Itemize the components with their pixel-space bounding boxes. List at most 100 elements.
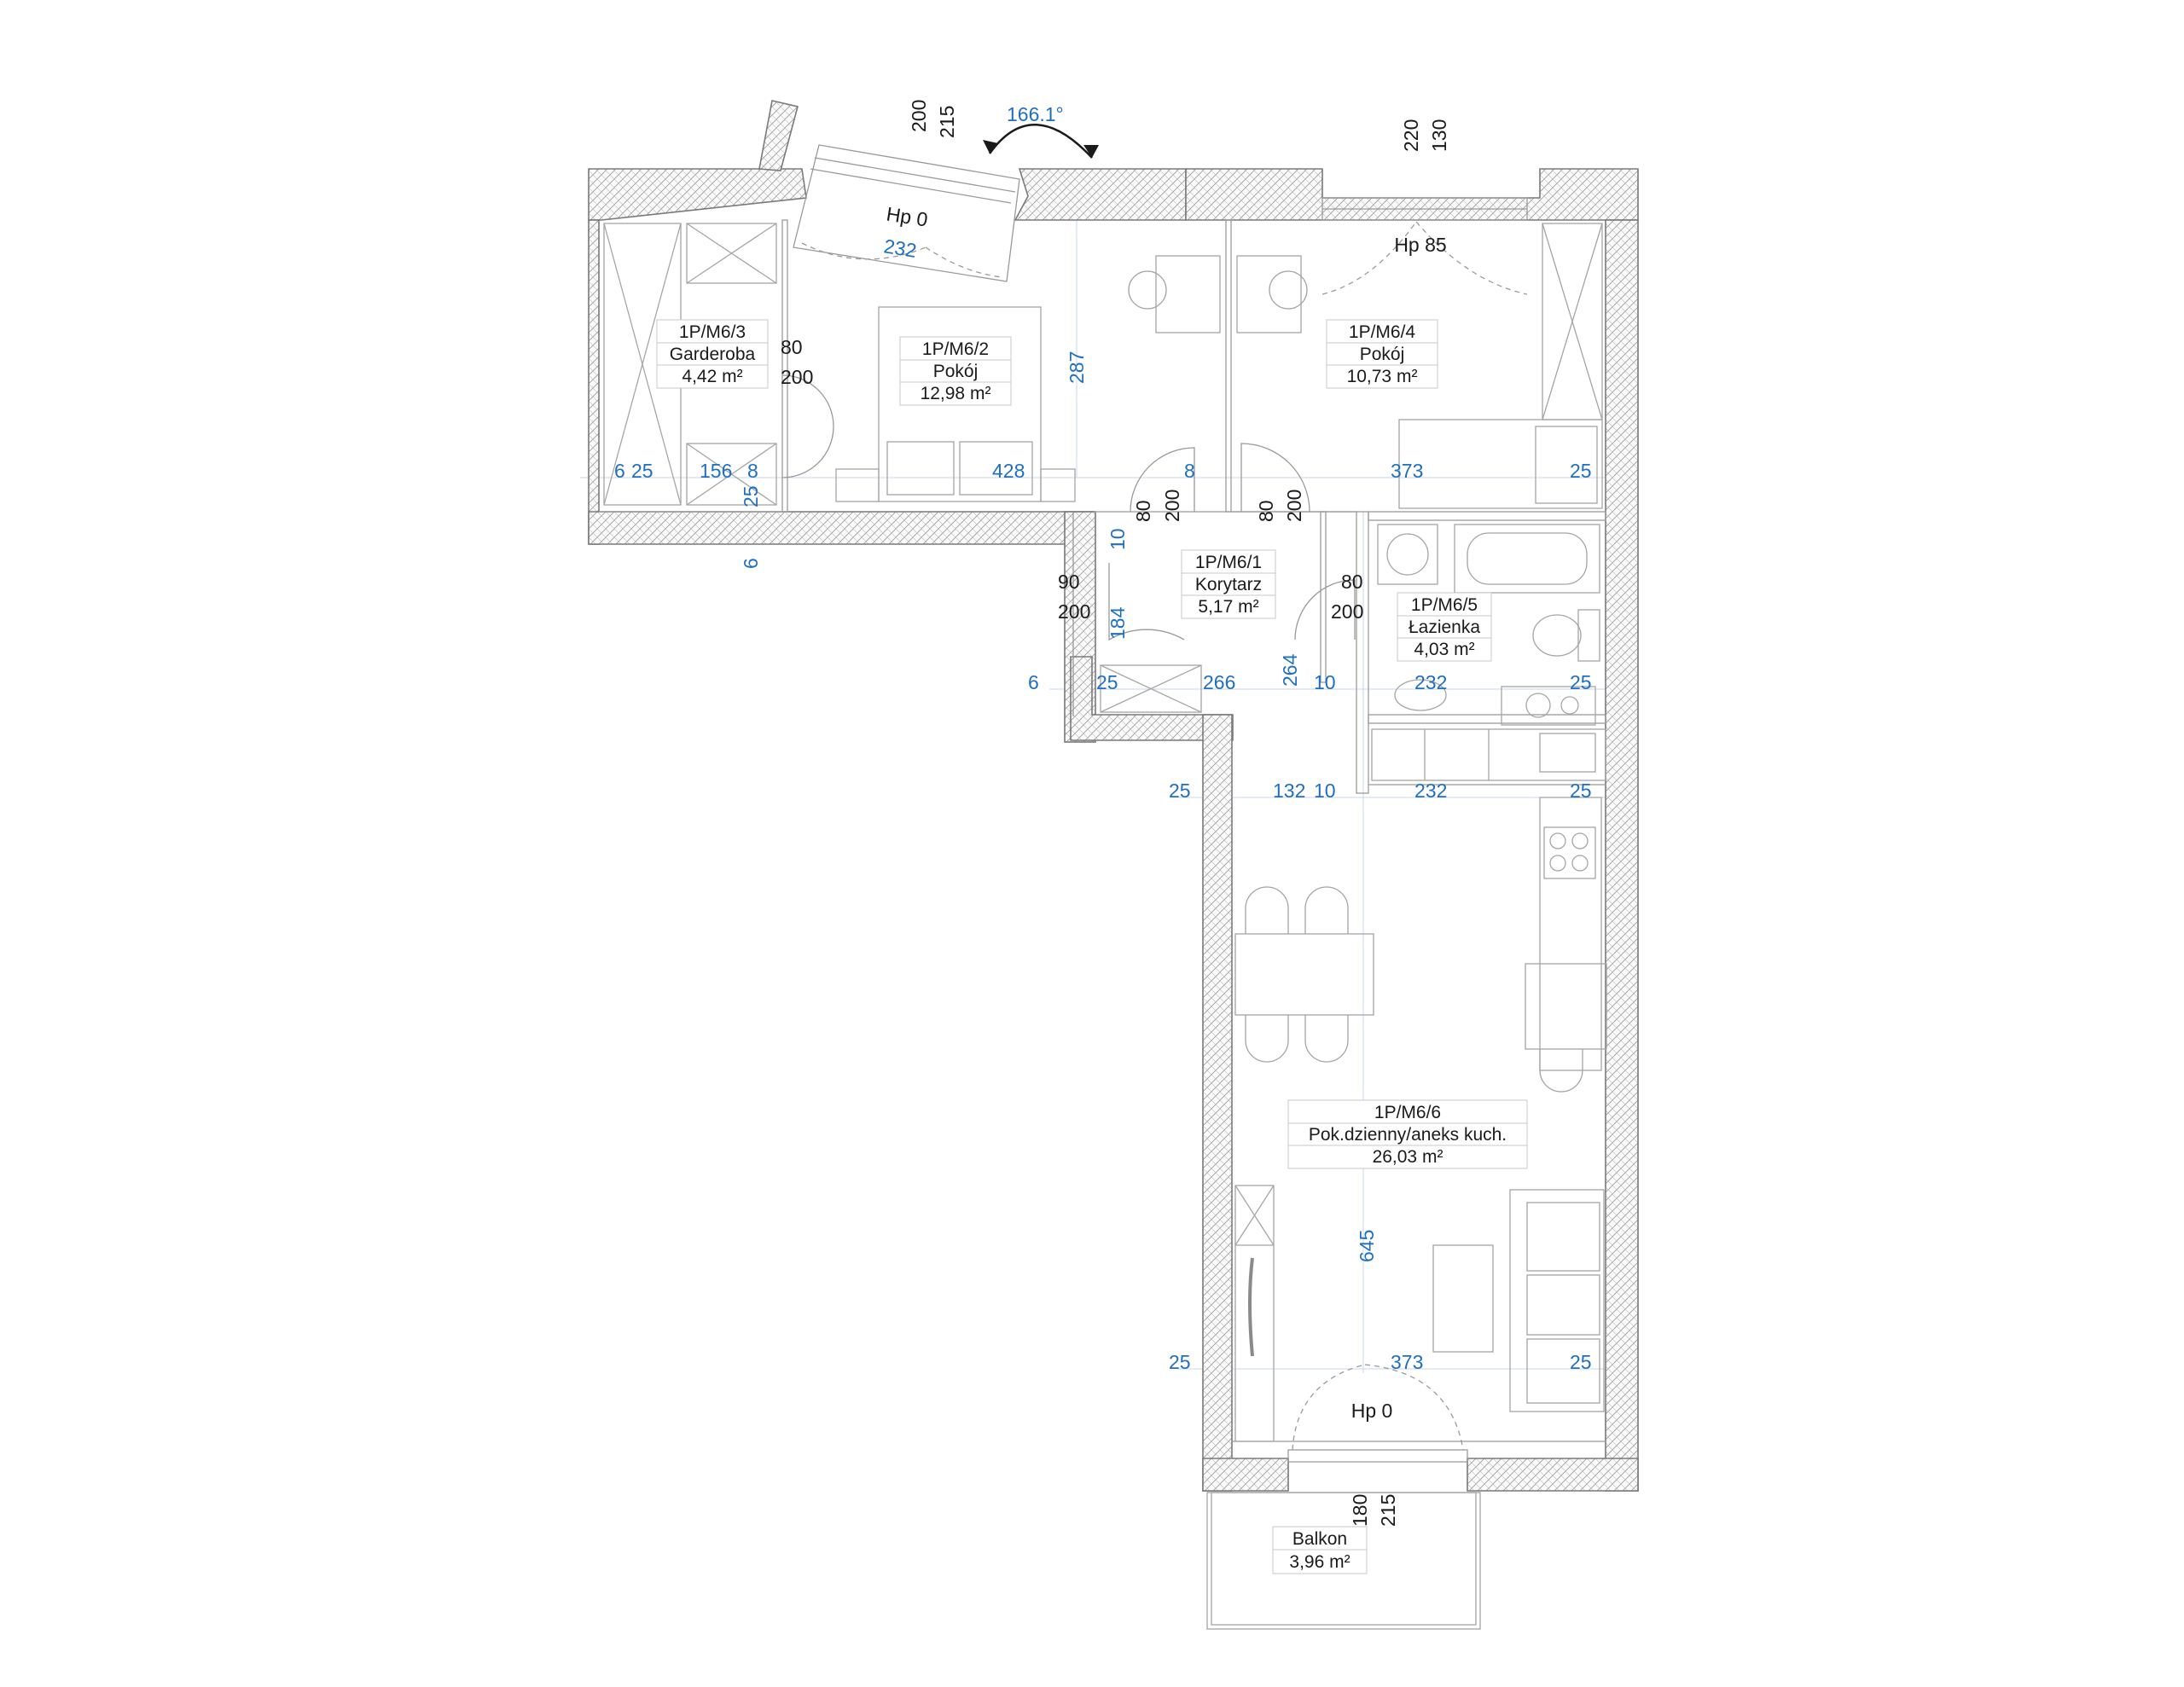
balcony-door-frame [1287, 1449, 1468, 1463]
bathroom-id: 1P/M6/5 [1411, 595, 1478, 615]
bed-bedroom2 [878, 306, 1042, 502]
dim-row3-132: 132 [1273, 780, 1305, 802]
dim-wardrobe-v-6: 6 [740, 558, 762, 569]
bay-wall-right [1014, 168, 1187, 221]
bedroom4-name: Pokój [1360, 345, 1405, 364]
dim-row2-10: 10 [1314, 671, 1336, 693]
bathroom-sink [1394, 679, 1447, 711]
angle-label: 166.1° [1007, 103, 1064, 125]
entrance-door-200: 200 [1058, 600, 1090, 623]
cooktop [1543, 826, 1596, 879]
corridor-area: 5,17 m² [1198, 597, 1258, 617]
bedroom-bottom-wall [588, 511, 1095, 545]
dimension-guides [580, 217, 1625, 1373]
dim-row1-25: 25 [631, 460, 653, 482]
bedroom4-door-80: 80 [1255, 500, 1277, 522]
dining-table [1234, 933, 1374, 1016]
bar-table [1525, 963, 1607, 1050]
entrance-door-90: 90 [1058, 571, 1080, 593]
entrance-step-wall [1070, 656, 1234, 741]
tv-cabinet [1234, 1185, 1275, 1442]
living-name: Pok.dzienny/aneks kuch. [1309, 1125, 1507, 1145]
windows [793, 144, 1528, 1463]
bedroom4-id: 1P/M6/4 [1349, 322, 1416, 342]
desk-bedroom2 [1155, 255, 1221, 333]
bathroom-area: 4,03 m² [1414, 640, 1474, 659]
room-label-bedroom-4: 1P/M6/4 Pokój 10,73 m² [1326, 319, 1438, 389]
wardrobe-id: 1P/M6/3 [679, 322, 746, 342]
dim-row4-25: 25 [1169, 1351, 1191, 1373]
sill-height-bedroom2: Hp 0 [885, 202, 929, 230]
wardrobe-name: Garderoba [670, 345, 756, 364]
coffee-table [1432, 1244, 1494, 1353]
left-wall [588, 219, 600, 545]
bottom-wall-right [1467, 1458, 1639, 1492]
balcony-door-swing [1292, 1364, 1366, 1451]
bedroom4-window-130: 130 [1428, 119, 1450, 152]
bedroom2-door-80: 80 [1132, 500, 1154, 522]
dim-row1-8a: 8 [747, 460, 758, 482]
bathtub [1454, 524, 1600, 594]
kitchen-side-counter [1539, 797, 1602, 1071]
bedroom2-window-200: 200 [908, 100, 930, 132]
top-wall-right [1185, 168, 1639, 221]
balcony-door-215: 215 [1377, 1494, 1399, 1527]
dim-row3-232: 232 [1414, 780, 1447, 802]
bay-wall-left [758, 100, 799, 171]
bedroom2-area: 12,98 m² [921, 384, 991, 403]
dim-corridor-v-264: 264 [1279, 653, 1301, 687]
dim-row3-10: 10 [1314, 780, 1336, 802]
living-left-wall [1202, 714, 1233, 1492]
bed-bedroom4 [1398, 419, 1603, 509]
bedroom2-door [1130, 447, 1195, 513]
entrance-door [1108, 563, 1185, 641]
dim-row2-25b: 25 [1570, 671, 1592, 693]
interior-walls [599, 219, 1606, 1442]
bathroom-door-80: 80 [1341, 571, 1363, 593]
bedroom4-window-220: 220 [1400, 119, 1422, 152]
kitchen-sink [1501, 686, 1596, 726]
sofa [1509, 1189, 1605, 1412]
bathroom-name: Łazienka [1409, 617, 1480, 637]
balcony-name: Balkon [1292, 1529, 1347, 1549]
dim-living-depth: 645 [1356, 1230, 1378, 1262]
corridor-id: 1P/M6/1 [1195, 553, 1262, 572]
right-wall [1605, 219, 1639, 1492]
dim-row4-373: 373 [1391, 1351, 1423, 1373]
exterior-walls [588, 100, 1639, 1492]
sill-height-living: Hp 0 [1351, 1400, 1393, 1422]
top-wall-left [588, 168, 807, 221]
angle-arrow [988, 124, 1093, 159]
bedroom4-door [1240, 443, 1310, 513]
balcony-area: 3,96 m² [1289, 1552, 1350, 1572]
bedroom4-window-swing [1321, 221, 1417, 295]
washing-machine [1377, 524, 1438, 585]
bathroom-door-200: 200 [1331, 600, 1363, 623]
dim-row2-232: 232 [1414, 671, 1447, 693]
corridor-cabinet [1100, 664, 1202, 713]
bedroom2-id: 1P/M6/2 [922, 339, 989, 359]
dim-row1-428: 428 [992, 460, 1025, 482]
sill-height-bedroom4: Hp 85 [1394, 234, 1446, 256]
dim-row1-25b: 25 [1570, 460, 1592, 482]
room-label-living: 1P/M6/6 Pok.dzienny/aneks kuch. 26,03 m² [1287, 1099, 1528, 1169]
bedroom4-area: 10,73 m² [1347, 367, 1418, 386]
dim-row4-25b: 25 [1570, 1351, 1592, 1373]
room-label-bedroom-2: 1P/M6/2 Pokój 12,98 m² [899, 336, 1012, 406]
room-label-wardrobe: 1P/M6/3 Garderoba 4,42 m² [656, 319, 769, 389]
wardrobe-door-80: 80 [781, 336, 803, 358]
living-area: 26,03 m² [1373, 1147, 1443, 1167]
room-label-corridor: 1P/M6/1 Korytarz 5,17 m² [1181, 549, 1276, 619]
balcony-door-180: 180 [1349, 1494, 1371, 1527]
bedroom2-door-200: 200 [1161, 490, 1183, 522]
bay-window [793, 144, 1020, 282]
room-label-bathroom: 1P/M6/5 Łazienka 4,03 m² [1397, 592, 1492, 662]
dim-corridor-v-184: 184 [1107, 606, 1129, 640]
dim-row3-25: 25 [1169, 780, 1191, 802]
dim-row1-373: 373 [1391, 460, 1423, 482]
dim-bedroom2-depth: 287 [1066, 351, 1088, 384]
dim-wardrobe-v-25: 25 [740, 485, 762, 507]
dim-bedroom2-window-width: 232 [882, 235, 918, 262]
dim-row2-266: 266 [1203, 671, 1235, 693]
